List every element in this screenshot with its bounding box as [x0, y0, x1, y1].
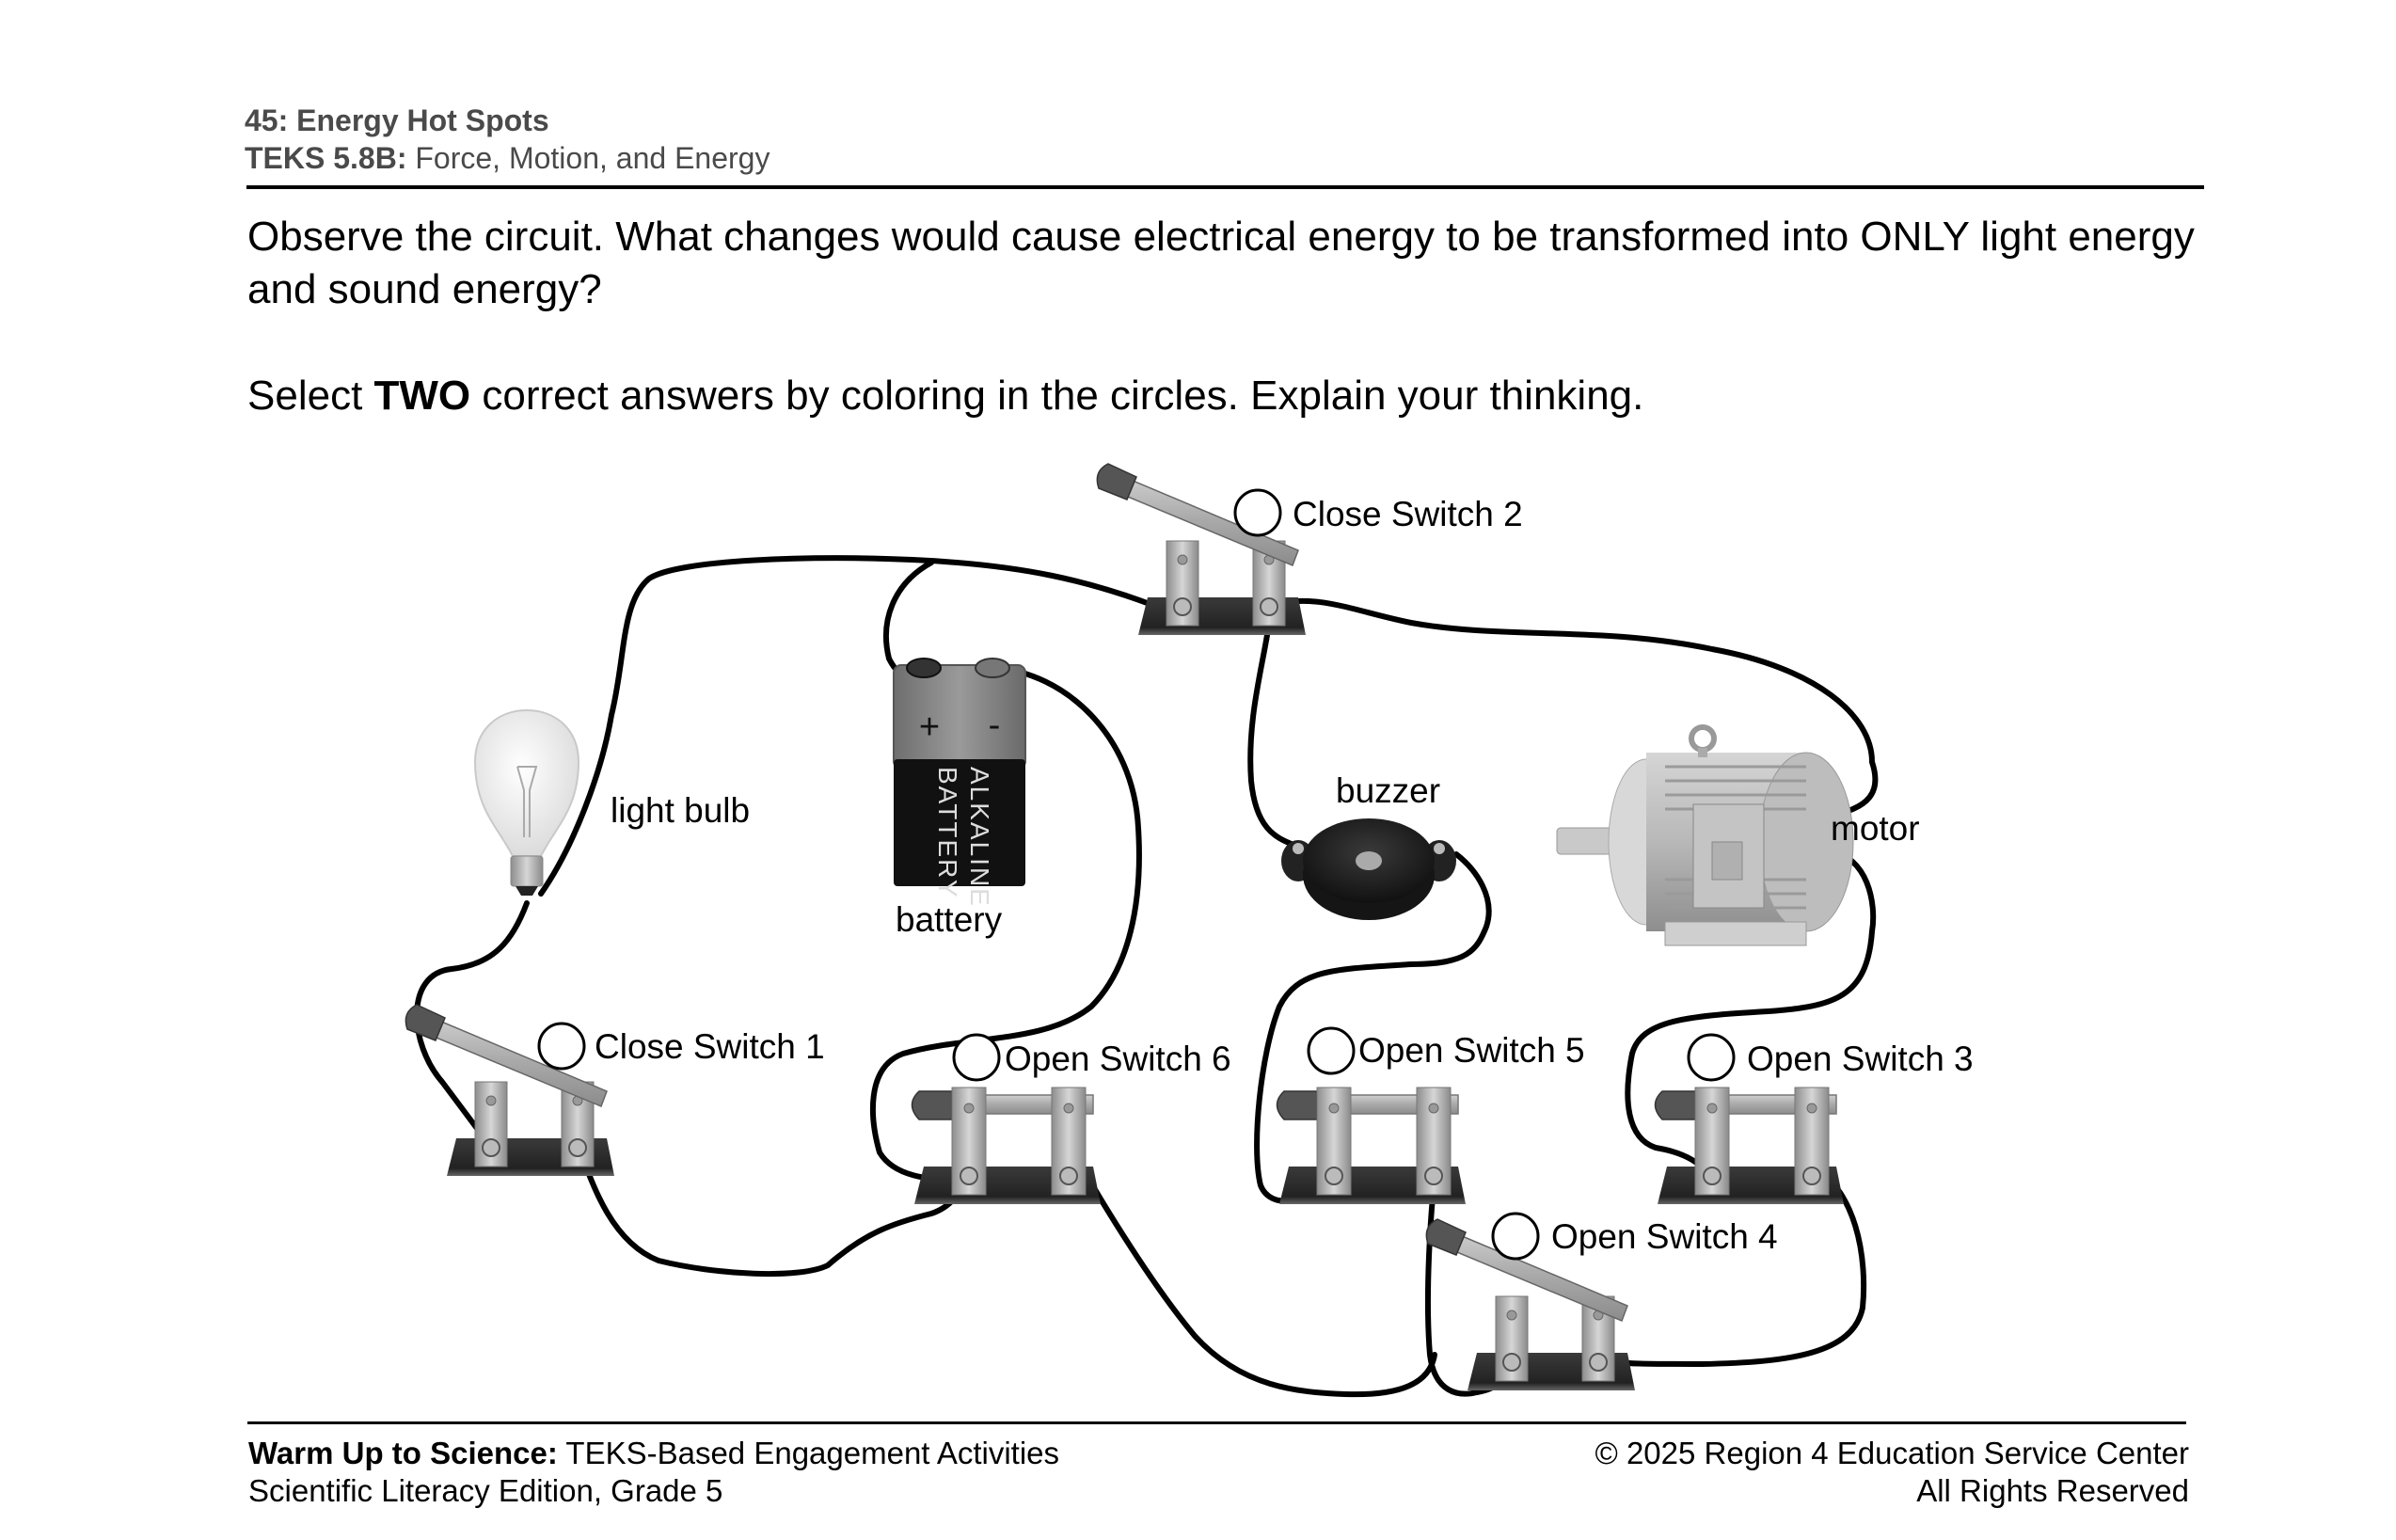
option-label[interactable]: Open Switch 3	[1747, 1040, 1974, 1078]
wire-battery-negative	[869, 665, 1142, 1183]
instruction-emphasis: TWO	[373, 373, 471, 419]
answer-radio-circle[interactable]	[1233, 488, 1282, 537]
page-header: 45: Energy Hot Spots TEKS 5.8B: Force, M…	[245, 102, 2203, 177]
wire-bulb-to-top	[538, 555, 1183, 897]
switch-6[interactable]	[911, 1087, 1102, 1205]
teks-label: TEKS 5.8B:	[245, 141, 407, 175]
option-open-switch-3[interactable]: Open Switch 3	[1687, 1033, 1974, 1082]
answer-radio-circle[interactable]	[1491, 1212, 1540, 1261]
motor-icon	[1556, 724, 1854, 946]
battery-plus-sign: +	[919, 707, 940, 747]
footer-publication: Warm Up to Science: TEKS-Based Engagemen…	[248, 1435, 1059, 1510]
switch-1[interactable]	[405, 1004, 615, 1177]
header-divider	[246, 185, 2204, 189]
question-prompt: Observe the circuit. What changes would …	[247, 214, 2195, 312]
switch-2[interactable]	[1096, 463, 1307, 636]
answer-radio-circle[interactable]	[1307, 1026, 1356, 1075]
rights-line: All Rights Reserved	[1916, 1473, 2189, 1508]
option-open-switch-6[interactable]: Open Switch 6	[952, 1033, 1231, 1082]
light-bulb-label: light bulb	[611, 791, 750, 830]
copyright-line: © 2025 Region 4 Education Service Center	[1595, 1436, 2189, 1470]
footer-series-subtitle: TEKS-Based Engagement Activities	[557, 1436, 1060, 1470]
battery-label: battery	[896, 900, 1003, 939]
option-label[interactable]: Open Switch 6	[1005, 1040, 1231, 1078]
footer-divider	[247, 1421, 2186, 1424]
answer-radio-circle[interactable]	[1687, 1033, 1736, 1082]
option-label[interactable]: Close Switch 1	[595, 1027, 825, 1066]
wire-switch1-to-switch6	[576, 1143, 972, 1278]
battery-brand-line2: BATTERY	[933, 767, 962, 899]
option-label[interactable]: Open Switch 4	[1551, 1217, 1778, 1256]
buzzer-label: buzzer	[1336, 771, 1440, 810]
answer-radio-circle[interactable]	[952, 1033, 1001, 1082]
battery-brand-line1: ALKALINE	[965, 767, 994, 908]
battery-icon: + - ALKALINE BATTERY	[893, 658, 1026, 908]
wire-buzzer-to-switch5	[1254, 851, 1492, 1204]
wire-switch6-to-bottom	[1071, 1150, 1437, 1398]
motor-label: motor	[1831, 809, 1920, 848]
switch-5[interactable]	[1276, 1087, 1467, 1205]
footer-edition: Scientific Literacy Edition, Grade 5	[248, 1473, 723, 1508]
option-close-switch-1[interactable]: Close Switch 1	[537, 1022, 825, 1071]
footer-copyright: © 2025 Region 4 Education Service Center…	[1595, 1435, 2189, 1510]
instruction-post: correct answers by coloring in the circl…	[470, 373, 1644, 419]
option-label[interactable]: Open Switch 5	[1358, 1031, 1585, 1070]
option-close-switch-2[interactable]: Close Switch 2	[1233, 488, 1523, 537]
teks-topic: Force, Motion, and Energy	[415, 141, 770, 175]
switch-3[interactable]	[1654, 1087, 1845, 1205]
option-open-switch-5[interactable]: Open Switch 5	[1307, 1026, 1585, 1075]
question-instruction: Select TWO correct answers by coloring i…	[247, 370, 1643, 422]
wire-switch2-to-buzzer	[1247, 613, 1296, 848]
footer-series-title: Warm Up to Science:	[248, 1436, 558, 1470]
activity-title: 45: Energy Hot Spots	[245, 103, 549, 137]
wire-switch2-to-motor	[1269, 597, 1879, 819]
footer-series: Warm Up to Science: TEKS-Based Engagemen…	[248, 1435, 1059, 1472]
buzzer-icon	[1281, 818, 1456, 920]
wire-motor-to-switch3	[1625, 849, 1877, 1174]
instruction-pre: Select	[247, 373, 374, 419]
option-label[interactable]: Close Switch 2	[1293, 495, 1523, 533]
answer-radio-circle[interactable]	[537, 1022, 586, 1071]
circuit-wires	[414, 555, 1879, 1398]
battery-minus-sign: -	[989, 706, 1001, 745]
wire-switch3-to-switch4	[1596, 1159, 1867, 1368]
option-open-switch-4[interactable]: Open Switch 4	[1491, 1212, 1778, 1261]
teks-standard: TEKS 5.8B: Force, Motion, and Energy	[245, 139, 2203, 177]
light-bulb-icon	[473, 708, 580, 896]
